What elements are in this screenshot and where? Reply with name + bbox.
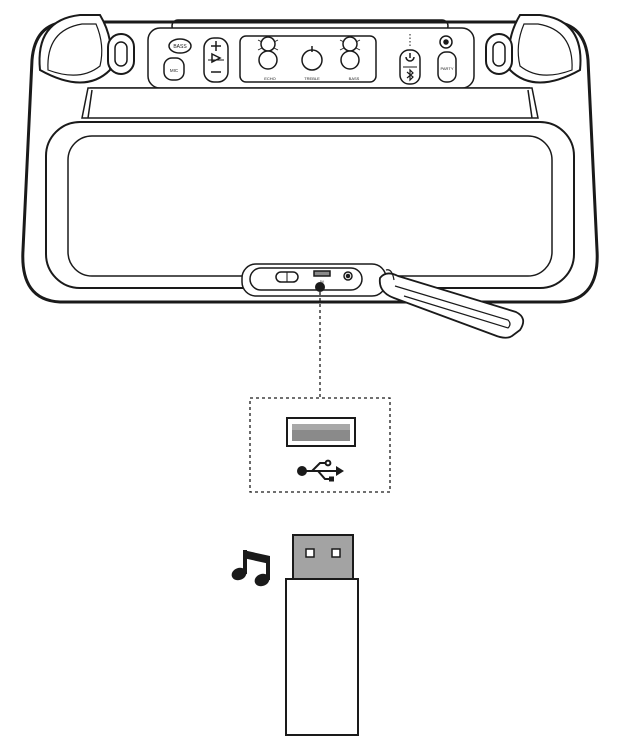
partyboost-label: PARTY	[441, 66, 454, 71]
speaker-front	[45, 87, 575, 289]
usb-port-on-speaker[interactable]: 5V	[313, 270, 331, 284]
callout-box	[249, 397, 391, 493]
bluetooth-icon[interactable]	[406, 68, 414, 82]
partyboost-button[interactable]: PARTY	[437, 51, 457, 83]
power-icon[interactable]	[405, 53, 415, 62]
callout-anchor-dot	[315, 282, 325, 292]
charge-port[interactable]	[275, 271, 299, 283]
knob-echo[interactable]: ECHO	[258, 36, 278, 81]
usb-trident-icon	[297, 459, 344, 482]
play-icon[interactable]	[211, 52, 222, 64]
usb-port-label: 5V	[320, 280, 325, 284]
echo-label: ECHO	[264, 76, 276, 81]
usb-stick-contact-left	[305, 548, 315, 558]
light-party-group: PARTY	[437, 35, 457, 83]
usb-stick-contact-right	[331, 548, 341, 558]
right-handle	[507, 14, 582, 84]
right-strap-loop	[485, 33, 513, 75]
usb-flash-drive	[285, 534, 359, 736]
grille-outer	[45, 121, 575, 289]
callout	[249, 292, 391, 493]
right-handle-inner	[517, 23, 573, 76]
control-buttons: BASS MIC ECHO TREBLE	[163, 34, 457, 85]
bass-boost-label: BASS	[173, 44, 187, 50]
knob-treble[interactable]: TREBLE	[301, 46, 323, 81]
band-right-edge	[527, 89, 533, 119]
mic-label: MIC	[170, 68, 179, 73]
left-handle	[38, 14, 113, 84]
mic-button[interactable]: MIC	[163, 57, 185, 81]
light-icon[interactable]	[439, 35, 453, 49]
left-handle-inner	[47, 23, 103, 76]
left-strap-loop	[107, 33, 135, 75]
bass-boost-button[interactable]: BASS	[168, 38, 192, 54]
knob-bass[interactable]: BASS	[340, 36, 360, 81]
aux-port[interactable]	[343, 271, 353, 281]
volume-play-group	[203, 37, 229, 83]
upper-band	[81, 87, 539, 119]
usb-a-port-highlight	[292, 424, 350, 430]
band-left-edge	[87, 89, 93, 119]
port-flap[interactable]	[378, 269, 525, 339]
music-note-icon	[231, 550, 270, 587]
usb-stick-body	[285, 578, 359, 736]
port-panel: 5V	[241, 263, 387, 297]
usb-stick-connector	[292, 534, 354, 580]
treble-label: TREBLE	[304, 76, 320, 81]
knob-sparkles	[257, 39, 361, 51]
bass-label: BASS	[349, 76, 360, 81]
volume-up-icon[interactable]	[211, 41, 221, 51]
power-bt-group	[399, 34, 421, 85]
callout-usb-port	[286, 417, 356, 447]
